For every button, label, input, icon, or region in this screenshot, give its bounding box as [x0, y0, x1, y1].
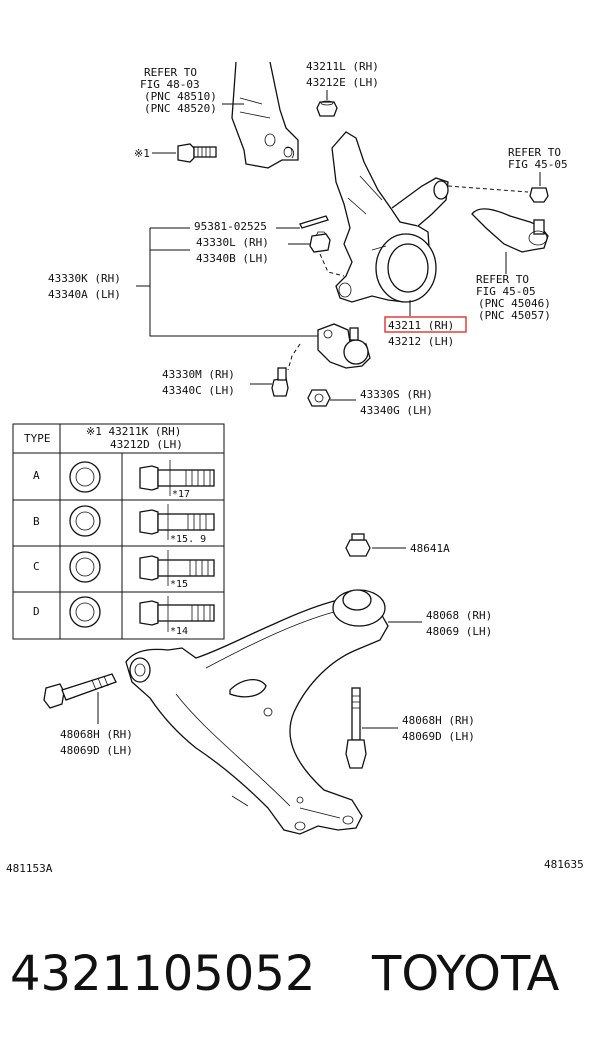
- bolt-side-view-icon: [139, 596, 215, 632]
- refer-fig-48-03-line2: FIG 48-03: [140, 78, 200, 91]
- label-95381-02525: 95381-02525: [194, 220, 267, 233]
- refer-fig-45-05-top-line1: REFER TO: [508, 146, 561, 159]
- star1-label: ※1: [134, 147, 150, 160]
- bolt-48068H-right-icon: [345, 687, 367, 769]
- brand-name: TOYOTA: [371, 946, 560, 1002]
- bolt-head-end-view-icon: [69, 596, 101, 628]
- label-48068H-right: 48068H (RH): [402, 714, 475, 727]
- refer-fig-48-03-line1: REFER TO: [144, 66, 197, 79]
- table-row-type-a: A: [33, 469, 40, 482]
- label-43340G: 43340G (LH): [360, 404, 433, 417]
- ball-joint-outline: [317, 323, 371, 369]
- refer-fig-45-05-bottom-line3: (PNC 45046): [478, 297, 551, 310]
- bolt-side-view-icon: [139, 550, 215, 586]
- label-48068H-left: 48068H (RH): [60, 728, 133, 741]
- bolt-43211K-icon: [177, 143, 217, 163]
- label-43212E: 43212E (LH): [306, 76, 379, 89]
- table-row-dim-a: *17: [172, 489, 190, 500]
- table-row-type-d: D: [33, 605, 40, 618]
- label-48069D-left: 48069D (LH): [60, 744, 133, 757]
- strut-outline: [231, 61, 299, 169]
- bolt-side-view-icon: [139, 460, 215, 496]
- table-row-dim-d: *14: [170, 626, 188, 637]
- label-43340A: 43340A (LH): [48, 288, 121, 301]
- highlight-box-43211: [384, 316, 467, 333]
- tie-rod-end-outline: [471, 208, 549, 253]
- refer-fig-45-05-bottom-line1: REFER TO: [476, 273, 529, 286]
- bolt-type-table: [12, 423, 225, 640]
- nut-43330S-icon: [307, 389, 331, 407]
- refer-fig-45-05-bottom-line4: (PNC 45057): [478, 309, 551, 322]
- refer-fig-45-05-bottom-line2: FIG 45-05: [476, 285, 536, 298]
- label-43340B: 43340B (LH): [196, 252, 269, 265]
- bolt-head-end-view-icon: [69, 551, 101, 583]
- label-43330L: 43330L (RH): [196, 236, 269, 249]
- table-row-type-b: B: [33, 515, 40, 528]
- part-number: 4321105052: [10, 946, 315, 1002]
- figure-code-right: 481635: [544, 858, 584, 871]
- tie-rod-nut-icon: [529, 187, 549, 203]
- label-43340C: 43340C (LH): [162, 384, 235, 397]
- cotter-pin-icon: [299, 215, 329, 229]
- refer-fig-45-05-top-line2: FIG 45-05: [508, 158, 568, 171]
- label-43212: 43212 (LH): [388, 335, 454, 348]
- label-43211: 43211 (RH): [388, 319, 454, 332]
- label-48641A: 48641A: [410, 542, 450, 555]
- nut-48641A-icon: [345, 533, 371, 557]
- table-row-dim-b: *15. 9: [170, 534, 206, 545]
- steering-knuckle-outline: [331, 131, 449, 303]
- bolt-head-end-view-icon: [69, 505, 101, 537]
- lower-control-arm-outline: [125, 589, 389, 835]
- bolt-43330M-icon: [271, 367, 289, 397]
- table-row-dim-c: *15: [170, 579, 188, 590]
- label-48068: 48068 (RH): [426, 609, 492, 622]
- bolt-48068H-left-icon: [43, 673, 117, 709]
- nut-43211L-icon: [316, 100, 338, 117]
- figure-code-left: 481153A: [6, 862, 53, 875]
- refer-fig-48-03-line3: (PNC 48510): [144, 90, 217, 103]
- label-43330S: 43330S (RH): [360, 388, 433, 401]
- refer-fig-48-03-line4: (PNC 48520): [144, 102, 217, 115]
- label-48069D-right: 48069D (LH): [402, 730, 475, 743]
- table-header-type: TYPE: [24, 432, 51, 445]
- bolt-side-view-icon: [139, 504, 215, 540]
- table-header-part-line2: 43212D (LH): [110, 438, 183, 451]
- label-43330K: 43330K (RH): [48, 272, 121, 285]
- label-48069: 48069 (LH): [426, 625, 492, 638]
- label-43211L: 43211L (RH): [306, 60, 379, 73]
- label-43330M: 43330M (RH): [162, 368, 235, 381]
- table-row-type-c: C: [33, 560, 40, 573]
- bolt-head-end-view-icon: [69, 461, 101, 493]
- table-header-part-line1: ※1 43211K (RH): [86, 425, 181, 438]
- nut-43330L-icon: [309, 231, 331, 253]
